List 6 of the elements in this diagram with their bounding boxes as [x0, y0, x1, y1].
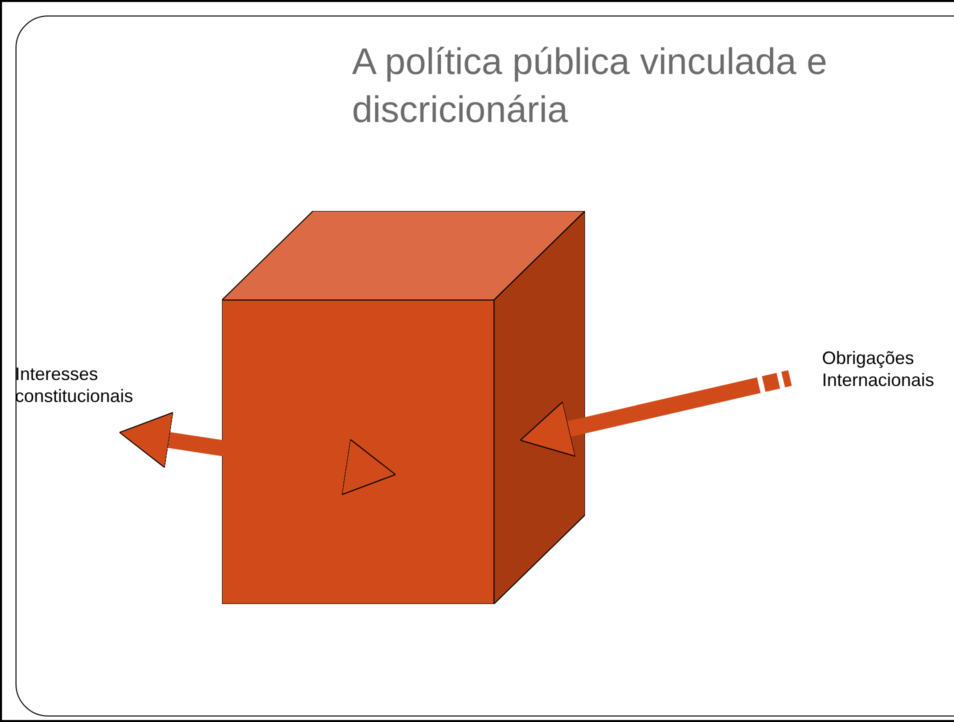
text-label: Obrigações Internacionais	[822, 347, 954, 393]
slide-title: A política pública vinculada e discricionária	[352, 40, 828, 132]
block-arrow	[119, 412, 396, 496]
block-arrow	[520, 370, 792, 457]
cube-drawing	[222, 211, 585, 604]
text-label: Interesses constitucionais	[15, 363, 190, 409]
